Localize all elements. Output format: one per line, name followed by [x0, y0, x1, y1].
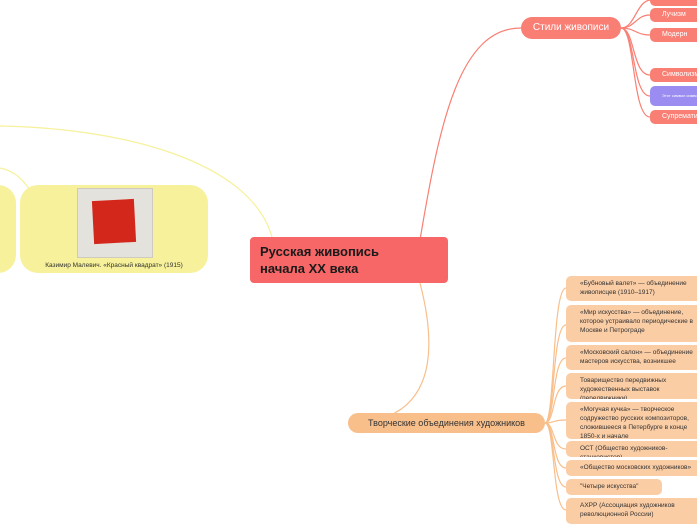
style-leaf-symbol-note[interactable]: Этот символ символизирует [650, 86, 697, 106]
red-square-shape [91, 198, 137, 245]
group-leaf-moguchaya-kuchka[interactable]: «Могучая кучка» — творческое содружество… [566, 402, 697, 439]
group-leaf-mir-iskusstva[interactable]: «Мир искусства» — объединение, которое у… [566, 305, 697, 342]
root-topic[interactable]: Русская живопись начала XX века [250, 237, 448, 283]
root-title-line1: Русская живопись [260, 244, 380, 259]
group-leaf-bubnovy-valet[interactable]: «Бубновый валет» — объединение живописце… [566, 276, 697, 301]
group-leaf-peredvizhniki[interactable]: Товарищество передвижных художественных … [566, 373, 697, 399]
partial-image-card[interactable] [0, 185, 16, 273]
groups-branch-node[interactable]: Творческие объединения художников [348, 413, 545, 433]
style-leaf-modern[interactable]: Модерн [650, 28, 697, 42]
style-leaf-symbolism[interactable]: Символизм [650, 68, 697, 82]
style-leaf-top-partial[interactable] [650, 0, 697, 6]
group-leaf-moskovsky-salon[interactable]: «Московский салон» — объединение мастеро… [566, 345, 697, 370]
group-leaf-chetyre-iskusstva[interactable]: "Четыре искусства" [566, 479, 662, 495]
style-leaf-suprematism[interactable]: Супрематизм [650, 110, 697, 124]
image-card-caption: Казимир Малевич. «Красный квадрат» (1915… [45, 262, 183, 269]
image-card[interactable]: Казимир Малевич. «Красный квадрат» (1915… [20, 185, 208, 273]
root-title-line2: начала XX века [260, 261, 359, 276]
style-leaf-luchizm[interactable]: Лучизм [650, 8, 697, 22]
red-square-painting [77, 188, 153, 258]
group-leaf-ost[interactable]: ОСТ (Общество художников-станковистов) [566, 441, 697, 457]
group-leaf-moskovskikh-khudozhnikov[interactable]: «Общество московских художников» [566, 460, 697, 476]
styles-branch-node[interactable]: Стили живописи [521, 17, 621, 39]
group-leaf-akhrr[interactable]: АХРР (Ассоциация художников революционно… [566, 498, 697, 524]
